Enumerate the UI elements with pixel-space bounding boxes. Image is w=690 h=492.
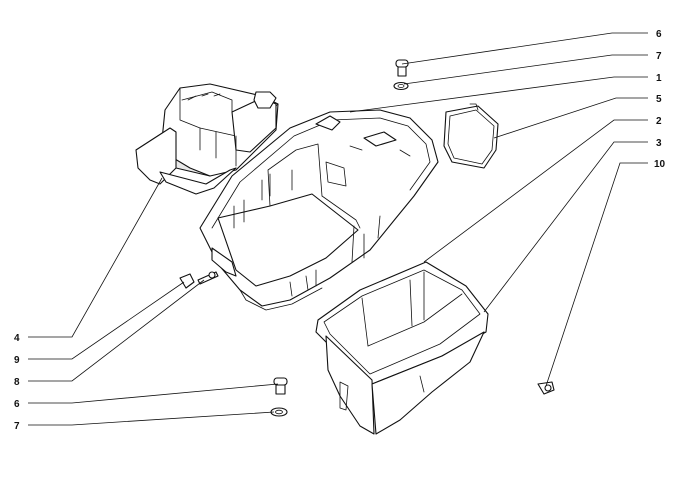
callout-10: 10 — [654, 159, 666, 170]
part-screw-6-bottom — [273, 377, 288, 395]
callout-6-top: 6 — [656, 29, 662, 40]
callout-labels: 6 7 1 5 2 3 10 4 9 8 6 7 — [14, 29, 666, 432]
callout-7-top: 7 — [656, 51, 662, 62]
part-screw-6-top — [395, 59, 409, 77]
callout-7-bottom: 7 — [14, 421, 20, 432]
callout-1: 1 — [656, 73, 662, 84]
callout-3: 3 — [656, 138, 662, 149]
part-lid-plate — [443, 103, 499, 169]
part-clip-10 — [537, 381, 555, 395]
part-main-tub — [199, 109, 439, 311]
callout-6-bottom: 6 — [14, 399, 20, 410]
callout-4: 4 — [14, 333, 20, 344]
callout-8: 8 — [14, 377, 20, 388]
callout-9: 9 — [14, 355, 20, 366]
part-plug-9 — [179, 273, 195, 289]
callout-5: 5 — [656, 94, 662, 105]
leader-lines — [28, 32, 648, 426]
part-lower-box — [315, 261, 489, 435]
part-cover-bracket — [135, 83, 279, 195]
callout-2: 2 — [656, 116, 662, 127]
